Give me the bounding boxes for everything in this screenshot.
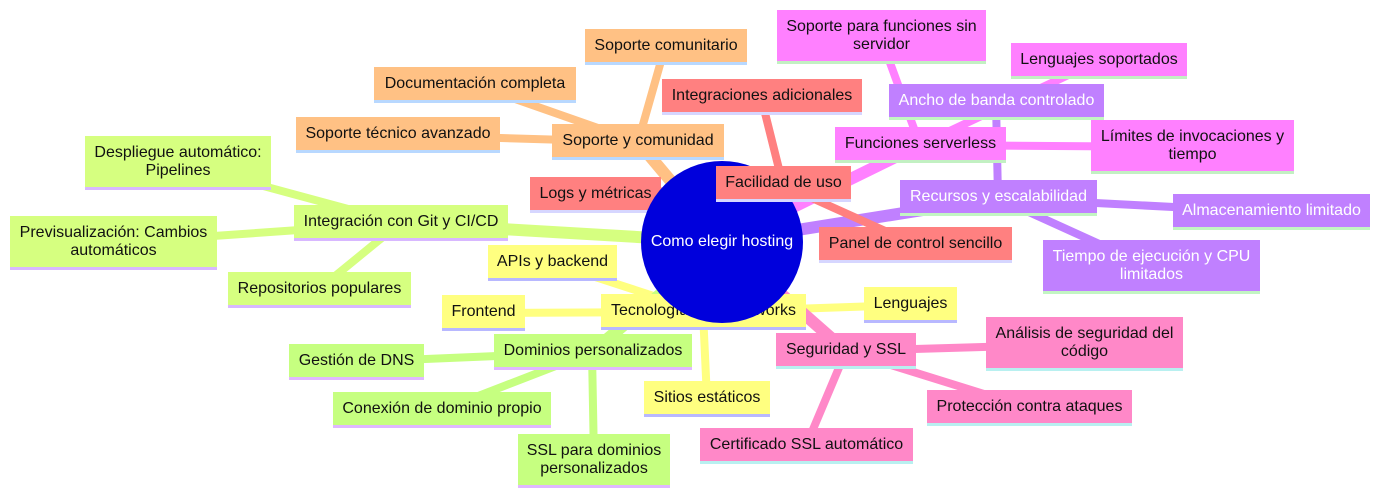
node-lenguajes: Lenguajes — [864, 287, 957, 323]
branch-funciones-serverless: Funciones serverless — [835, 127, 1006, 163]
node-certificado-ssl: Certificado SSL automático — [700, 428, 913, 464]
node-tiempo-ejecucion-cpu: Tiempo de ejecución y CPU limitados — [1043, 240, 1260, 294]
node-almacenamiento-limitado: Almacenamiento limitado — [1173, 194, 1370, 230]
node-gestion-dns: Gestión de DNS — [289, 344, 424, 380]
node-lenguajes-soportados: Lenguajes soportados — [1011, 43, 1187, 79]
node-documentacion-completa: Documentación completa — [374, 67, 576, 103]
branch-soporte-comunidad: Soporte y comunidad — [552, 124, 724, 160]
node-soporte-tecnico-avanzado: Soporte técnico avanzado — [296, 117, 500, 153]
node-conexion-dominio-propio: Conexión de dominio propio — [333, 392, 551, 428]
node-analisis-seguridad: Análisis de seguridad del código — [986, 317, 1183, 371]
node-limites-invocaciones: Límites de invocaciones y tiempo — [1091, 120, 1294, 174]
branch-integracion-git: Integración con Git y CI/CD — [294, 205, 508, 241]
node-ssl-dominios: SSL para dominios personalizados — [518, 434, 670, 488]
branch-recursos-escalabilidad: Recursos y escalabilidad — [900, 180, 1097, 216]
node-sitios-estaticos: Sitios estáticos — [644, 381, 770, 417]
branch-seguridad-ssl: Seguridad y SSL — [776, 333, 916, 369]
node-despliegue-automatico: Despliegue automático: Pipelines — [85, 136, 271, 190]
node-panel-control-sencillo: Panel de control sencillo — [819, 227, 1012, 263]
node-previsualizacion: Previsualización: Cambios automáticos — [10, 216, 217, 270]
node-soporte-comunitario: Soporte comunitario — [585, 29, 747, 65]
branch-dominios-personalizados: Dominios personalizados — [494, 334, 692, 370]
node-apis-backend: APIs y backend — [488, 245, 617, 281]
branch-facilidad-uso: Facilidad de uso — [716, 166, 851, 202]
node-integraciones-adicionales: Integraciones adicionales — [662, 79, 862, 115]
node-repositorios-populares: Repositorios populares — [228, 272, 411, 308]
node-logs-metricas: Logs y métricas — [530, 177, 661, 213]
node-proteccion-ataques: Protección contra ataques — [927, 390, 1132, 426]
node-soporte-funciones-sin-servidor: Soporte para funciones sin servidor — [777, 10, 986, 64]
node-frontend: Frontend — [442, 295, 525, 331]
node-ancho-banda-controlado: Ancho de banda controlado — [889, 84, 1104, 120]
